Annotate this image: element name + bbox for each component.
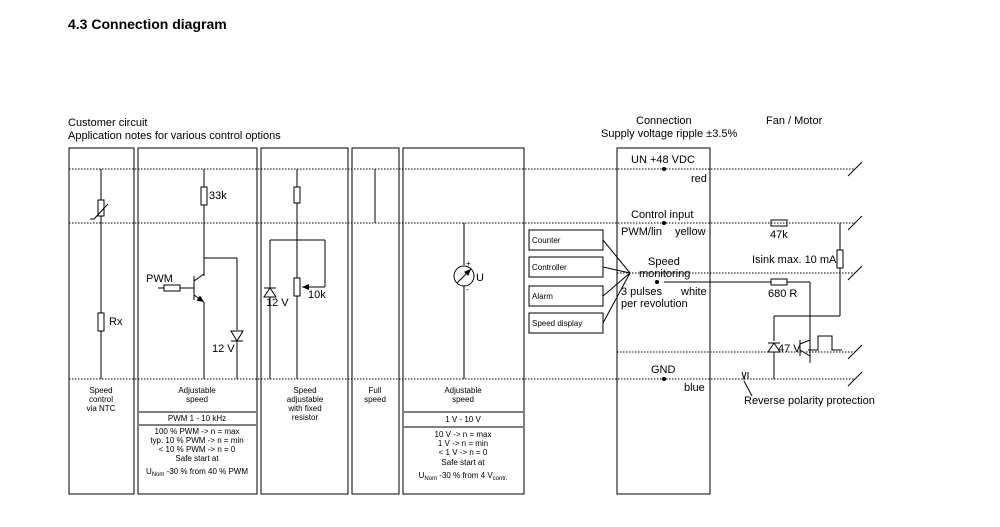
potentiometer-icon bbox=[293, 277, 301, 297]
yellow-wire-label: yellow bbox=[675, 226, 706, 238]
r33k-label: 33k bbox=[209, 190, 227, 202]
resistor-circuit bbox=[263, 169, 326, 379]
voltage-source-circuit bbox=[453, 223, 475, 379]
ntc-circuit bbox=[90, 169, 109, 379]
col3-caption: Speed adjustable with fixed resistor bbox=[287, 386, 324, 422]
svg-text:speed: speed bbox=[364, 395, 386, 404]
output-speed-display: Speed display bbox=[532, 319, 582, 328]
col2-caption: Adjustable speed PWM 1 - 10 kHz 100 % PW… bbox=[146, 386, 248, 478]
junction-dots bbox=[655, 167, 666, 381]
zener-12v-label-2: 12 V bbox=[266, 297, 289, 309]
svg-text:Speed: Speed bbox=[89, 386, 112, 395]
col4-caption: Full speed bbox=[364, 386, 386, 404]
r680-label: 680 R bbox=[768, 288, 797, 300]
svg-text:Full: Full bbox=[369, 386, 382, 395]
pulse-icon bbox=[808, 335, 842, 351]
speed-label: Speed bbox=[648, 256, 680, 268]
col1-caption: Speed control via NTC bbox=[87, 386, 116, 413]
pwm-circuit bbox=[158, 169, 244, 379]
svg-text:1 V - 10 V: 1 V - 10 V bbox=[445, 415, 481, 424]
zener-47v-label: 47 V bbox=[778, 343, 801, 355]
svg-text:resistor: resistor bbox=[292, 413, 319, 422]
pwm-label: PWM bbox=[146, 273, 173, 285]
break-marks bbox=[847, 161, 863, 387]
column-frames bbox=[68, 147, 711, 495]
svg-text:speed: speed bbox=[452, 395, 474, 404]
supply-rails bbox=[69, 168, 855, 380]
svg-text:1 V -> n = min: 1 V -> n = min bbox=[438, 439, 488, 448]
ripple-header: Supply voltage ripple ±3.5% bbox=[601, 128, 738, 140]
output-boxes bbox=[528, 229, 631, 334]
svg-text:10 V -> n = max: 10 V -> n = max bbox=[435, 430, 492, 439]
reverse-polarity-diode-icon bbox=[741, 371, 749, 381]
isink-label: Isink max. 10 mA bbox=[752, 254, 837, 266]
monitoring-label: monitoring bbox=[639, 268, 690, 280]
rx-resistor-icon bbox=[97, 312, 105, 332]
zener-diode-icon bbox=[230, 330, 244, 342]
reverse-polarity-label: Reverse polarity protection bbox=[744, 395, 875, 407]
voltage-u-label: U bbox=[476, 272, 484, 284]
per-revolution-label: per revolution bbox=[621, 298, 688, 310]
r47k-resistor-icon bbox=[770, 219, 788, 227]
svg-text:Safe start at: Safe start at bbox=[441, 458, 485, 467]
svg-text:via NTC: via NTC bbox=[87, 404, 116, 413]
svg-text:-: - bbox=[466, 285, 469, 294]
pot-10k-label: 10k bbox=[308, 289, 326, 301]
svg-text:typ. 10 % PWM -> n = min: typ. 10 % PWM -> n = min bbox=[150, 436, 243, 445]
svg-text:+: + bbox=[466, 259, 471, 268]
r33k-resistor-icon bbox=[200, 186, 208, 206]
un-48vdc-label: UN +48 VDC bbox=[631, 154, 695, 166]
pullup-resistor-icon bbox=[836, 249, 844, 269]
svg-text:100 % PWM -> n = max: 100 % PWM -> n = max bbox=[155, 427, 240, 436]
fan-motor-circuit bbox=[664, 219, 844, 397]
r680-resistor-icon bbox=[770, 278, 788, 286]
gnd-label: GND bbox=[651, 364, 676, 376]
svg-text:< 10 % PWM -> n = 0: < 10 % PWM -> n = 0 bbox=[159, 445, 236, 454]
blue-wire-label: blue bbox=[684, 382, 705, 394]
red-wire-label: red bbox=[691, 173, 707, 185]
pwm-lin-label: PWM/lin bbox=[621, 226, 662, 238]
svg-text:UNom -30 % from 40 % PWM: UNom -30 % from 40 % PWM bbox=[146, 467, 248, 478]
output-controller: Controller bbox=[532, 263, 567, 272]
svg-text:UNom -30 % from 4 Vcontr.: UNom -30 % from 4 Vcontr. bbox=[419, 471, 508, 482]
zener-diode-icon bbox=[263, 287, 277, 298]
white-wire-label: white bbox=[680, 286, 707, 298]
svg-text:with fixed: with fixed bbox=[287, 404, 321, 413]
svg-text:control: control bbox=[89, 395, 113, 404]
output-counter: Counter bbox=[532, 236, 561, 245]
svg-text:Speed: Speed bbox=[293, 386, 316, 395]
svg-text:speed: speed bbox=[186, 395, 208, 404]
zener-12v-label: 12 V bbox=[212, 343, 235, 355]
rx-label: Rx bbox=[109, 316, 123, 328]
svg-text:Adjustable: Adjustable bbox=[444, 386, 482, 395]
base-resistor-icon bbox=[163, 284, 181, 292]
connection-header: Connection bbox=[636, 115, 692, 127]
svg-text:< 1 V -> n = 0: < 1 V -> n = 0 bbox=[439, 448, 488, 457]
application-notes-label: Application notes for various control op… bbox=[68, 130, 281, 142]
r47k-label: 47k bbox=[770, 229, 788, 241]
svg-text:adjustable: adjustable bbox=[287, 395, 324, 404]
control-input-label: Control input bbox=[631, 209, 693, 221]
svg-text:Safe start at: Safe start at bbox=[175, 454, 219, 463]
svg-text:PWM 1 - 10 kHz: PWM 1 - 10 kHz bbox=[168, 414, 226, 423]
section-title: 4.3 Connection diagram bbox=[68, 16, 227, 32]
fan-motor-header: Fan / Motor bbox=[766, 115, 823, 127]
svg-text:Adjustable: Adjustable bbox=[178, 386, 216, 395]
output-alarm: Alarm bbox=[532, 292, 553, 301]
col5-caption: Adjustable speed 1 V - 10 V 10 V -> n = … bbox=[419, 386, 508, 482]
pulses-label: 3 pulses bbox=[621, 286, 662, 298]
customer-circuit-label: Customer circuit bbox=[68, 117, 147, 129]
